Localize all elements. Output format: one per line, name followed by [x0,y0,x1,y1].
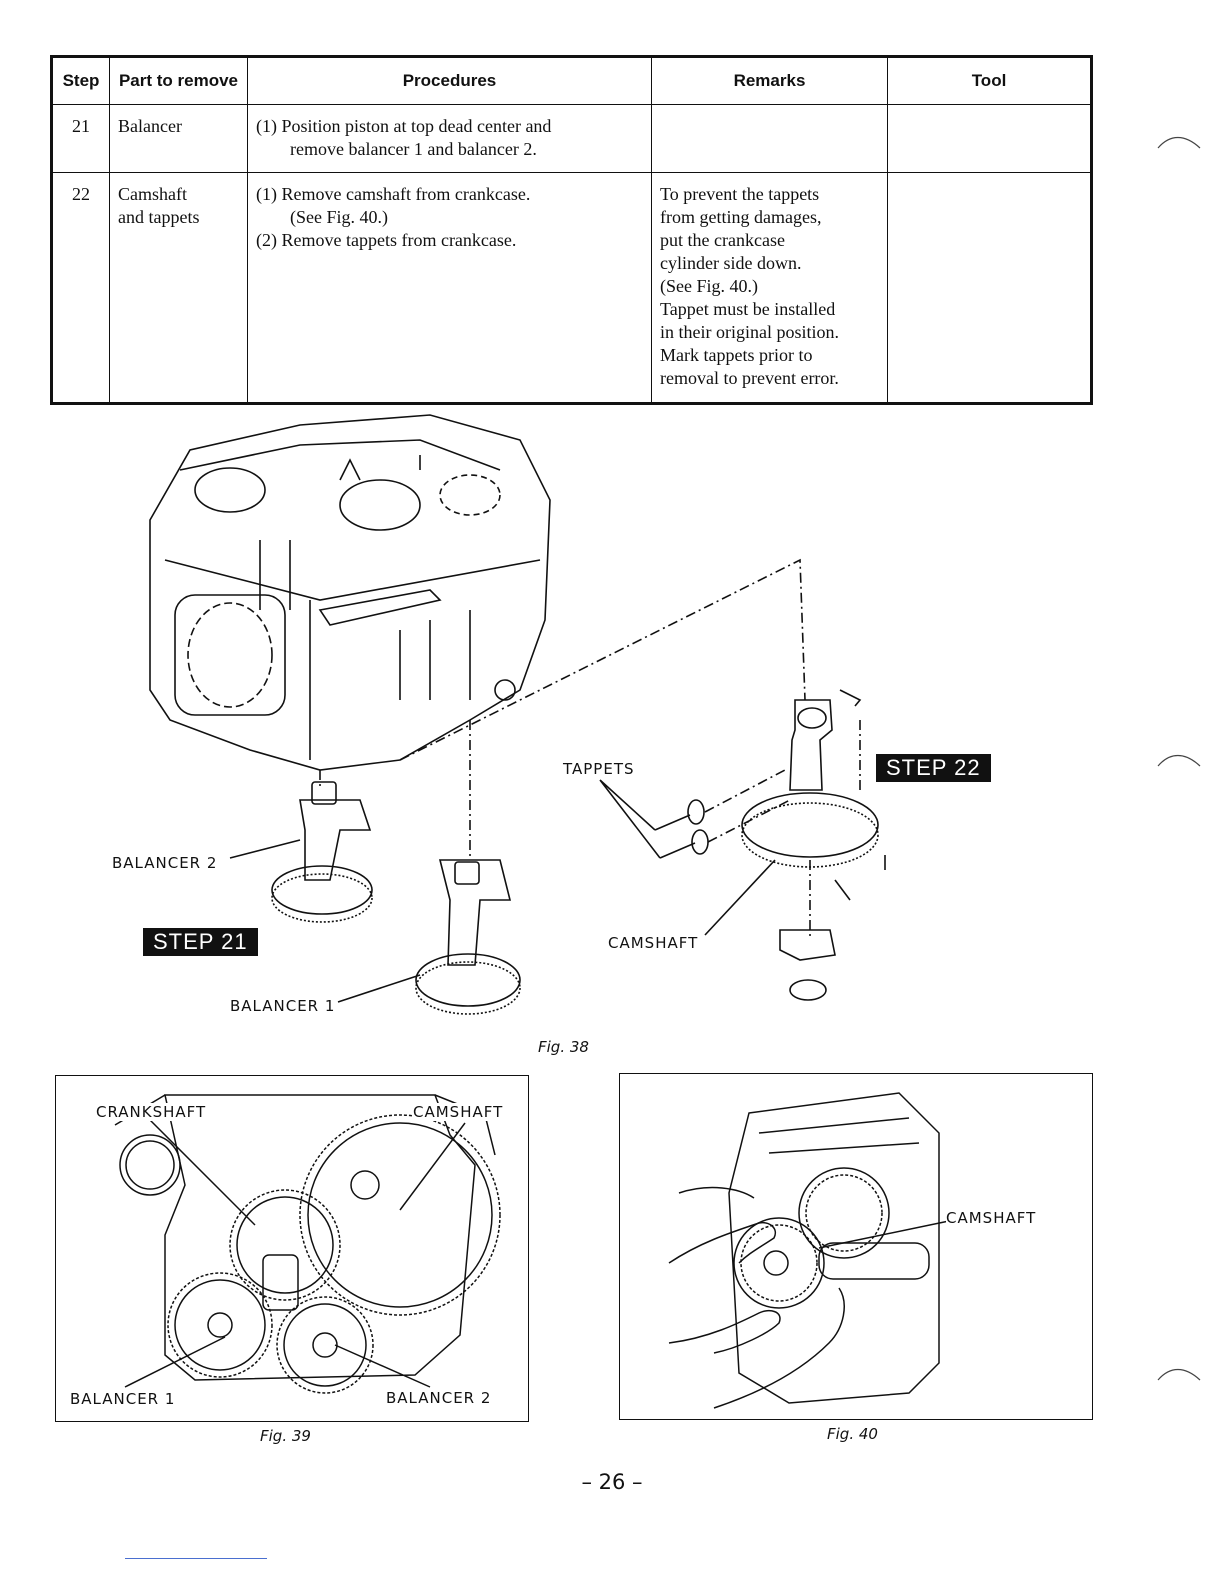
camshaft-label: CAMSHAFT [608,934,699,952]
part-name: Camshaft and tappets [109,172,248,404]
step-number: 21 [51,104,110,173]
remark-line: removal to prevent error. [660,368,839,388]
procedure-line: (See Fig. 40.) [290,207,388,227]
remark-line: from getting damages, [660,207,822,227]
fig39-illustration [114,1094,501,1394]
balancer2-label: BALANCER 2 [112,854,218,872]
fig38-caption: Fig. 38 [538,1038,589,1056]
fig40-camshaft-label: CAMSHAFT [946,1209,1037,1227]
binder-marks [1157,136,1201,1381]
part-line: and tappets [118,207,200,227]
table-row: 21 Balancer (1) Position piston at top d… [51,104,1092,173]
remark-line: put the crankcase [660,230,785,250]
table-header-row: Step Part to remove Procedures Remarks T… [51,56,1092,105]
fig40-frame [619,1073,1093,1420]
procedure-line: remove balancer 1 and balancer 2. [290,139,537,159]
procedure-cell: (1) Remove camshaft from crankcase. (See… [247,172,652,404]
part-line: Camshaft [118,184,187,204]
procedure-line: (2) Remove tappets from crankcase. [256,230,517,250]
procedure-table: Step Part to remove Procedures Remarks T… [50,55,1093,405]
procedure-line: (1) Position piston at top dead center a… [256,116,552,136]
fig39-frame [55,1075,529,1422]
remark-line: To prevent the tappets [660,184,820,204]
remark-line: Mark tappets prior to [660,345,813,365]
procedure-line: (1) Remove camshaft from crankcase. [256,184,531,204]
remark-line: in their original position. [660,322,839,342]
balancer1-label: BALANCER 1 [230,997,336,1015]
fig39-crankshaft-label: CRANKSHAFT [96,1103,207,1121]
fig40-illustration [668,1092,950,1409]
remark-line: (See Fig. 40.) [660,276,758,296]
fig39-caption: Fig. 39 [260,1427,311,1445]
procedure-cell: (1) Position piston at top dead center a… [247,104,652,173]
remark-line: cylinder side down. [660,253,802,273]
remark-line: Tappet must be installed [660,299,836,319]
header-part: Part to remove [109,56,248,105]
fig39-balancer1-label: BALANCER 1 [70,1390,176,1408]
tappets-label: TAPPETS [563,760,635,778]
bottom-divider [125,1558,267,1559]
page-number: – 26 – [581,1470,643,1494]
step22-badge: STEP 22 [876,754,991,782]
remarks-cell [651,104,888,173]
fig40-caption: Fig. 40 [827,1425,878,1443]
step21-badge: STEP 21 [143,928,258,956]
table-row: 22 Camshaft and tappets (1) Remove camsh… [51,172,1092,404]
remarks-cell: To prevent the tappets from getting dama… [651,172,888,404]
tool-cell [887,172,1092,404]
fig38-illustration [149,414,886,1015]
fig39-camshaft-label: CAMSHAFT [413,1103,504,1121]
fig39-balancer2-label: BALANCER 2 [386,1389,492,1407]
